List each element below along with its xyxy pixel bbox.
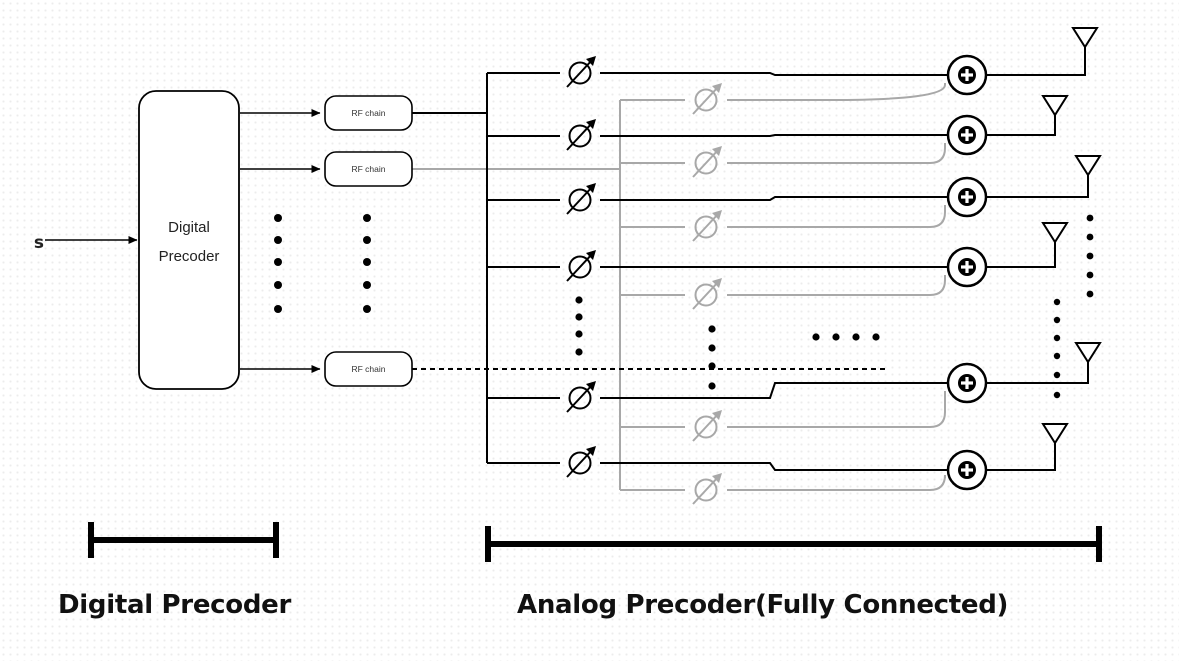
adder-icon (946, 246, 988, 288)
input-symbol-label: s (34, 233, 44, 253)
ellipsis-dots (708, 325, 716, 390)
rf-chain-label: RF chain (351, 108, 385, 118)
ellipsis-dots (363, 214, 371, 313)
ellipsis-dots (1053, 298, 1061, 399)
adder-icon (946, 176, 988, 218)
primary-rf-chain-paths (412, 27, 1102, 491)
phase-shifter-icon (692, 210, 722, 242)
phase-shifter-icon (692, 410, 722, 442)
analog-precoder-caption: Analog Precoder(Fully Connected) (517, 590, 1009, 620)
ellipsis-dots (575, 296, 583, 356)
adder-icon (946, 54, 988, 96)
digital-scale-bar (88, 522, 279, 558)
rf-chain-block (324, 151, 413, 187)
phase-shifter-icon (692, 473, 722, 505)
antenna-icon (1074, 342, 1102, 364)
phase-shifter-icon (692, 83, 722, 115)
adder-icon (946, 449, 988, 491)
digital-precoder-caption: Digital Precoder (58, 590, 292, 620)
digital-precoder-label: Digital (168, 219, 210, 236)
antenna-icon (1041, 423, 1069, 445)
antenna-icon (1041, 95, 1069, 117)
phase-shifter-icon (692, 146, 722, 178)
digital-precoder-block (138, 90, 240, 390)
phase-shifter-icon (566, 183, 596, 215)
ellipsis-dots (1086, 214, 1094, 298)
precoder-blocks (45, 90, 413, 390)
rf-chain-block (324, 95, 413, 131)
rf-chain-label: RF chain (351, 364, 385, 374)
digital-precoder-label: Precoder (159, 248, 220, 265)
phase-shifter-icon (566, 119, 596, 151)
adder-icon (946, 362, 988, 404)
rf-chain-block (324, 351, 413, 387)
analog-scale-bar (485, 526, 1102, 562)
phase-shifter-icon (566, 250, 596, 282)
secondary-rf-chain-paths (412, 83, 946, 505)
antenna-icon (1074, 155, 1102, 177)
rf-chain-label: RF chain (351, 164, 385, 174)
phase-shifter-icon (692, 278, 722, 310)
phase-shifter-icon (566, 56, 596, 88)
adder-icon (946, 114, 988, 156)
phase-shifter-icon (566, 446, 596, 478)
ellipsis-dots (274, 214, 282, 313)
ellipsis-dots (812, 333, 880, 341)
phase-shifter-icon (566, 381, 596, 413)
antenna-icon (1071, 27, 1099, 49)
antenna-icon (1041, 222, 1069, 244)
